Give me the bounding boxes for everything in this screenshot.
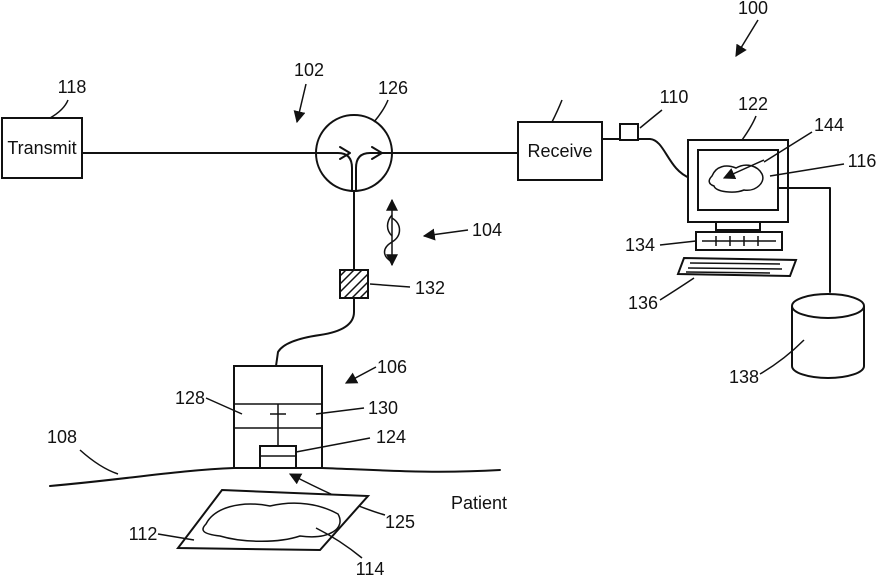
transmit-label: Transmit — [7, 138, 76, 158]
transmit-ref: 118 — [58, 77, 87, 97]
connector-to-monitor-cable — [638, 139, 690, 178]
transmit-block: Transmit 118 — [2, 77, 86, 178]
circulator-ref: 126 — [378, 78, 408, 98]
keyboard-ref: 136 — [628, 293, 658, 313]
optical-path-arrow-icon — [297, 84, 306, 122]
computer-unit-ref: 134 — [625, 235, 655, 255]
connector-leader — [640, 110, 662, 128]
tissue-plane-ref: 112 — [129, 524, 158, 544]
display-ref: 116 — [848, 151, 877, 171]
patient-surface — [50, 468, 500, 486]
probe-left-ref: 128 — [175, 388, 205, 408]
fiber-motion-ref: 104 — [472, 220, 502, 240]
surface-ref: 108 — [47, 427, 77, 447]
probe: 106 128 130 124 — [175, 357, 407, 468]
monitor-ref: 122 — [738, 94, 768, 114]
system-ref: 100 — [738, 0, 768, 18]
probe-tip-ref: 124 — [376, 427, 406, 447]
storage: 138 — [729, 294, 864, 387]
probe-right-ref: 130 — [368, 398, 398, 418]
transmit-leader — [50, 100, 68, 118]
probe-arrow-icon — [346, 367, 376, 383]
surface-leader — [80, 450, 118, 474]
fiber-motion-arrow-icon — [424, 230, 468, 236]
circulator: 126 — [316, 78, 408, 191]
circulator-leader — [374, 100, 388, 122]
fiber-element: 132 — [340, 270, 445, 298]
patient-label: Patient — [451, 493, 507, 513]
probe-tip — [260, 446, 296, 468]
system-arrow-icon — [736, 20, 758, 56]
fiber-element-leader — [370, 284, 410, 287]
fiber-motion-symbol: 104 — [385, 200, 503, 265]
monitor: 122 144 116 — [688, 94, 876, 230]
connector — [620, 124, 638, 140]
receive-leader — [552, 100, 562, 122]
keyboard-leader — [660, 278, 694, 300]
storage-ref: 138 — [729, 367, 759, 387]
tissue-region-ref: 114 — [356, 559, 385, 577]
beam-ref: 125 — [385, 512, 415, 532]
display-cursor-ref: 144 — [814, 115, 844, 135]
optical-path-ref: 102 — [294, 60, 324, 80]
storage-top — [792, 294, 864, 318]
receive-label: Receive — [527, 141, 592, 161]
connector-ref: 110 — [660, 87, 689, 107]
probe-ref: 106 — [377, 357, 407, 377]
probe-right-leader — [316, 408, 364, 414]
fiber-element-ref: 132 — [415, 278, 445, 298]
fiber-to-probe — [276, 298, 354, 366]
monitor-stand — [716, 222, 760, 230]
computer-unit-leader — [660, 241, 696, 245]
keyboard: 136 — [628, 258, 796, 313]
computer-unit: 134 — [625, 232, 782, 255]
receive-block: Receive — [518, 100, 602, 180]
monitor-leader — [742, 116, 756, 140]
